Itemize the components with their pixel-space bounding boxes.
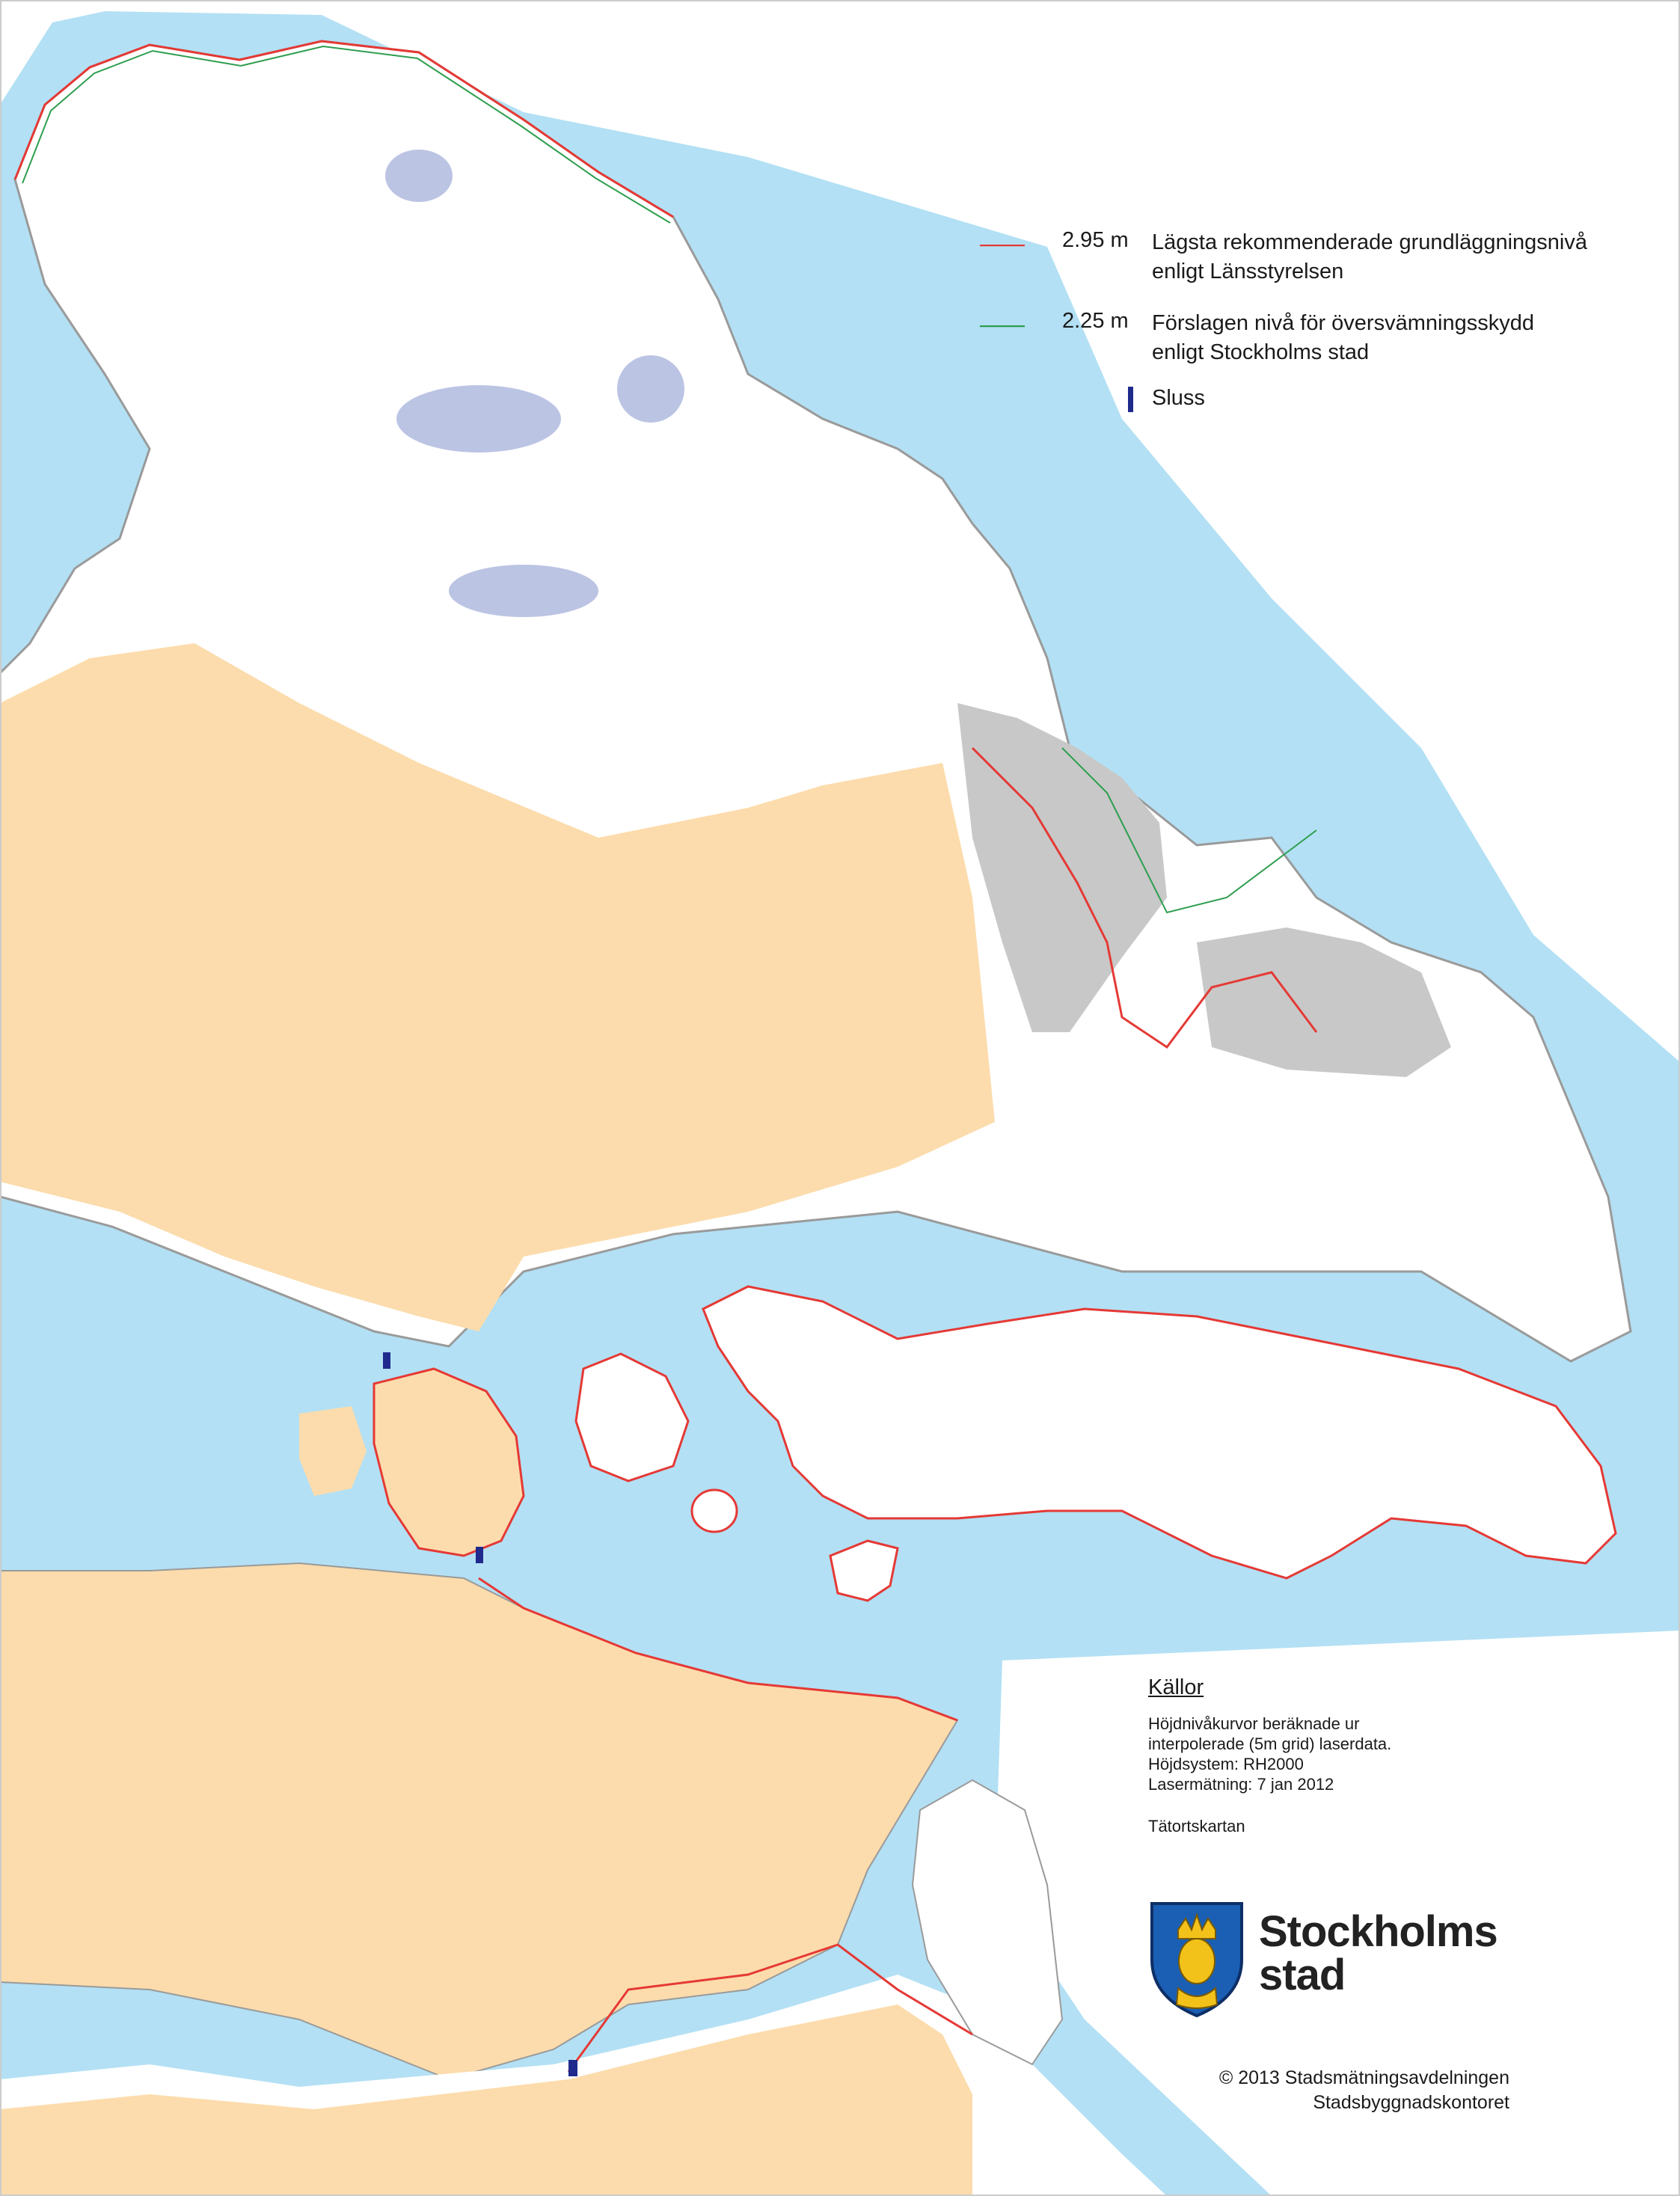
lock-symbol xyxy=(1128,387,1133,412)
green-line-symbol xyxy=(980,325,1025,328)
sources-title: Källor xyxy=(1148,1675,1204,1699)
sources-extra: Tätortskartan xyxy=(1148,1817,1245,1835)
legend-text-295-line2: enligt Länsstyrelsen xyxy=(1152,260,1344,283)
south-urban xyxy=(0,2005,972,2196)
logo-line2: stad xyxy=(1259,1951,1346,1999)
kastellholmen-island xyxy=(690,1488,738,1533)
hammarby-land xyxy=(911,1779,1064,2066)
beckholmen-island xyxy=(829,1539,899,1602)
riddarholmen-island xyxy=(299,1406,367,1496)
gamla-stan-island xyxy=(373,1367,525,1557)
red-line-symbol xyxy=(980,245,1025,247)
lock-norrbro xyxy=(383,1352,390,1369)
credit-block: © 2013 Stadsmätningsavdelningen Stadsbyg… xyxy=(1150,2066,1509,2115)
legend-text-225-line2: enligt Stockholms stad xyxy=(1152,340,1370,364)
lock-slussen xyxy=(476,1547,483,1563)
flood-line-295-north xyxy=(13,40,674,218)
crowned-head-shield-icon xyxy=(1150,1902,1243,2018)
legend-text-225-line1: Förslagen nivå för översvämningsskydd xyxy=(1152,311,1534,335)
sources-line: interpolerade (5m grid) laserdata. xyxy=(1148,1735,1392,1753)
legend-value-225: 2.25 m xyxy=(1062,309,1129,333)
flood-line-295-harbor xyxy=(971,746,1318,1049)
logo-text: Stockholms stad xyxy=(1259,1907,1498,1999)
credit-line1: © 2013 Stadsmätningsavdelningen xyxy=(1218,2067,1509,2088)
logo-line1: Stockholms xyxy=(1259,1907,1498,1956)
lake-north-3 xyxy=(449,565,598,617)
legend-item-225: 2.25 m Förslagen nivå för översvämningss… xyxy=(972,309,1668,384)
sodermalm-land xyxy=(0,1562,959,2081)
lake-north-2 xyxy=(396,385,561,453)
credit-line2: Stadsbyggnadskontoret xyxy=(1313,2092,1509,2113)
flood-line-295-sodra xyxy=(567,1943,973,2073)
djurgarden-island xyxy=(702,1285,1617,1580)
flood-line-295-sodermalm xyxy=(478,1577,958,1722)
legend-text-225: Förslagen nivå för översvämningsskydd en… xyxy=(1152,309,1534,367)
legend-text-295: Lägsta rekommenderade grundläggningsnivå… xyxy=(1152,228,1587,286)
ropsten-industrial xyxy=(1197,927,1451,1077)
legend-value-295: 2.95 m xyxy=(1062,228,1129,252)
flood-line-225-north xyxy=(22,45,671,224)
legend: 2.95 m Lägsta rekommenderade grundläggni… xyxy=(972,228,1668,429)
lake-north-4 xyxy=(617,355,684,423)
urban-central xyxy=(0,643,995,1331)
legend-item-295: 2.95 m Lägsta rekommenderade grundläggni… xyxy=(972,228,1668,309)
sources-line: Lasermätning: 7 jan 2012 xyxy=(1148,1775,1334,1794)
sources-line: Höjdnivåkurvor beräknade ur xyxy=(1148,1714,1360,1733)
legend-text-sluss: Sluss xyxy=(1152,386,1205,410)
lock-hammarby xyxy=(568,2060,577,2076)
stockholms-stad-logo: Stockholms stad xyxy=(1148,1900,1507,2019)
flood-line-225-harbor xyxy=(1061,747,1317,914)
sources-block: Källor Höjdnivåkurvor beräknade ur inter… xyxy=(1148,1675,1642,1836)
legend-item-sluss: Sluss xyxy=(972,384,1668,429)
lake-north-1 xyxy=(385,150,453,202)
skeppsholmen-island xyxy=(574,1352,690,1482)
legend-text-295-line1: Lägsta rekommenderade grundläggningsnivå xyxy=(1152,230,1587,254)
sources-line: Höjdsystem: RH2000 xyxy=(1148,1755,1304,1773)
